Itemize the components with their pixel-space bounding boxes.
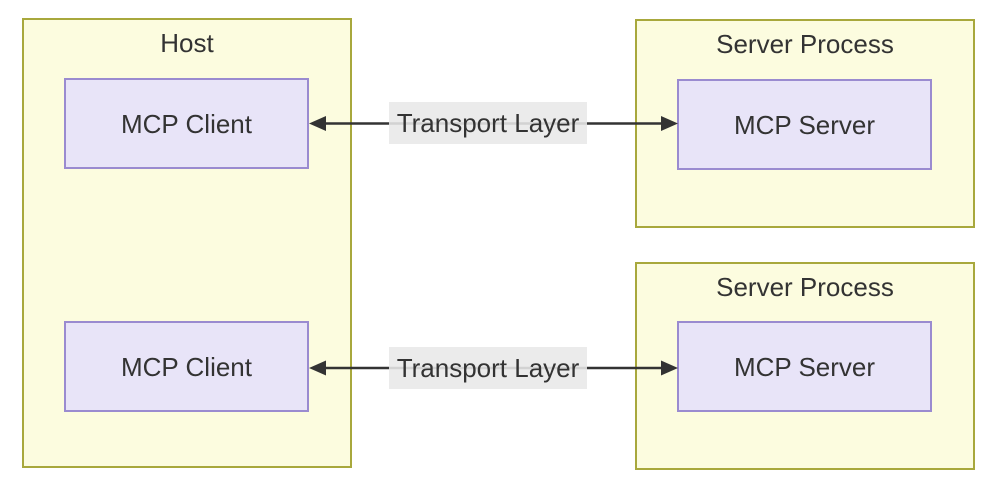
mcp-client-label-bottom: MCP Client — [120, 351, 252, 382]
mcp-client-node-top: MCP Client — [64, 78, 309, 169]
mcp-server-node-top: MCP Server — [677, 79, 932, 170]
host-title: Host — [160, 28, 214, 58]
server-process-title-top: Server Process — [716, 29, 894, 59]
mcp-client-node-bottom: MCP Client — [64, 321, 309, 412]
mcp-client-label-top: MCP Client — [120, 108, 252, 139]
mcp-server-node-bottom: MCP Server — [677, 321, 932, 412]
server-process-title-bottom: Server Process — [716, 272, 894, 302]
mcp-server-label-bottom: MCP Server — [733, 351, 876, 382]
edge-label-transport-top: Transport Layer — [389, 102, 587, 144]
edge-label-transport-bottom: Transport Layer — [389, 347, 587, 389]
mcp-server-label-top: MCP Server — [733, 109, 876, 140]
